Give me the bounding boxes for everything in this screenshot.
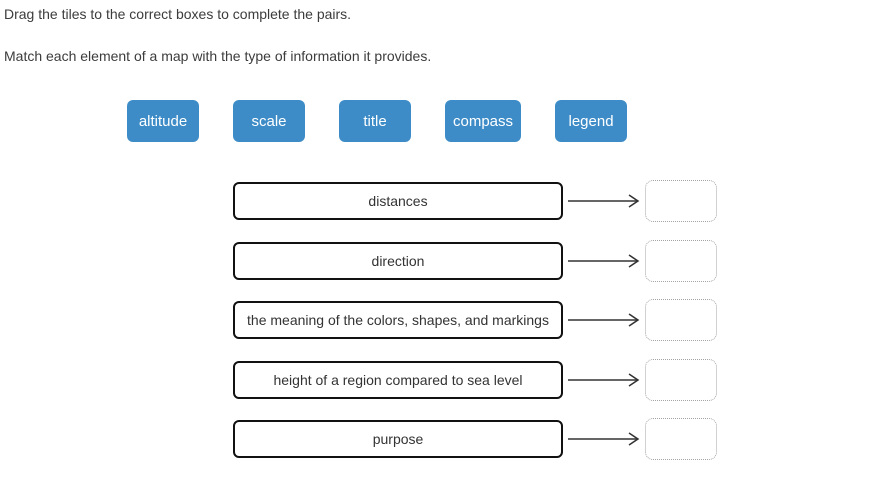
prompt-label: the meaning of the colors, shapes, and m… <box>247 312 549 328</box>
tile-label: scale <box>251 112 287 130</box>
drop-box-distances[interactable] <box>645 180 717 222</box>
pair-row-direction: direction <box>233 240 717 282</box>
arrow-right-icon <box>567 372 641 388</box>
prompt-box: distances <box>233 182 563 220</box>
instruction-match-elements: Match each element of a map with the typ… <box>4 48 432 64</box>
pair-row-height-of-region: height of a region compared to sea level <box>233 359 717 401</box>
prompt-label: direction <box>371 253 425 269</box>
arrow-right-icon <box>567 253 641 269</box>
arrow-right-icon <box>567 193 641 209</box>
arrow-right-icon <box>567 431 641 447</box>
pair-row-purpose: purpose <box>233 418 717 460</box>
prompt-box: height of a region compared to sea level <box>233 361 563 399</box>
prompt-label: distances <box>368 193 428 209</box>
tile-title[interactable]: title <box>339 100 411 142</box>
pair-row-distances: distances <box>233 180 717 222</box>
tile-scale[interactable]: scale <box>233 100 305 142</box>
drop-box-direction[interactable] <box>645 240 717 282</box>
prompt-box: the meaning of the colors, shapes, and m… <box>233 301 563 339</box>
tile-label: compass <box>453 112 514 130</box>
tile-label: altitude <box>138 112 188 130</box>
tile-label: legend <box>568 112 614 130</box>
drop-box-meaning-of-markings[interactable] <box>645 299 717 341</box>
prompt-label: purpose <box>372 431 424 447</box>
prompt-box: direction <box>233 242 563 280</box>
prompt-label: height of a region compared to sea level <box>273 372 523 388</box>
pair-row-meaning-of-markings: the meaning of the colors, shapes, and m… <box>233 299 717 341</box>
tile-legend[interactable]: legend <box>555 100 628 142</box>
arrow-right-icon <box>567 312 641 328</box>
instruction-drag-tiles: Drag the tiles to the correct boxes to c… <box>4 6 352 22</box>
tile-label: title <box>363 112 387 130</box>
tile-tray: altitude scale title compass legend <box>127 100 628 142</box>
prompt-box: purpose <box>233 420 563 458</box>
tile-altitude[interactable]: altitude <box>127 100 199 142</box>
drop-box-purpose[interactable] <box>645 418 717 460</box>
tile-compass[interactable]: compass <box>445 100 522 142</box>
drop-box-height-of-region[interactable] <box>645 359 717 401</box>
